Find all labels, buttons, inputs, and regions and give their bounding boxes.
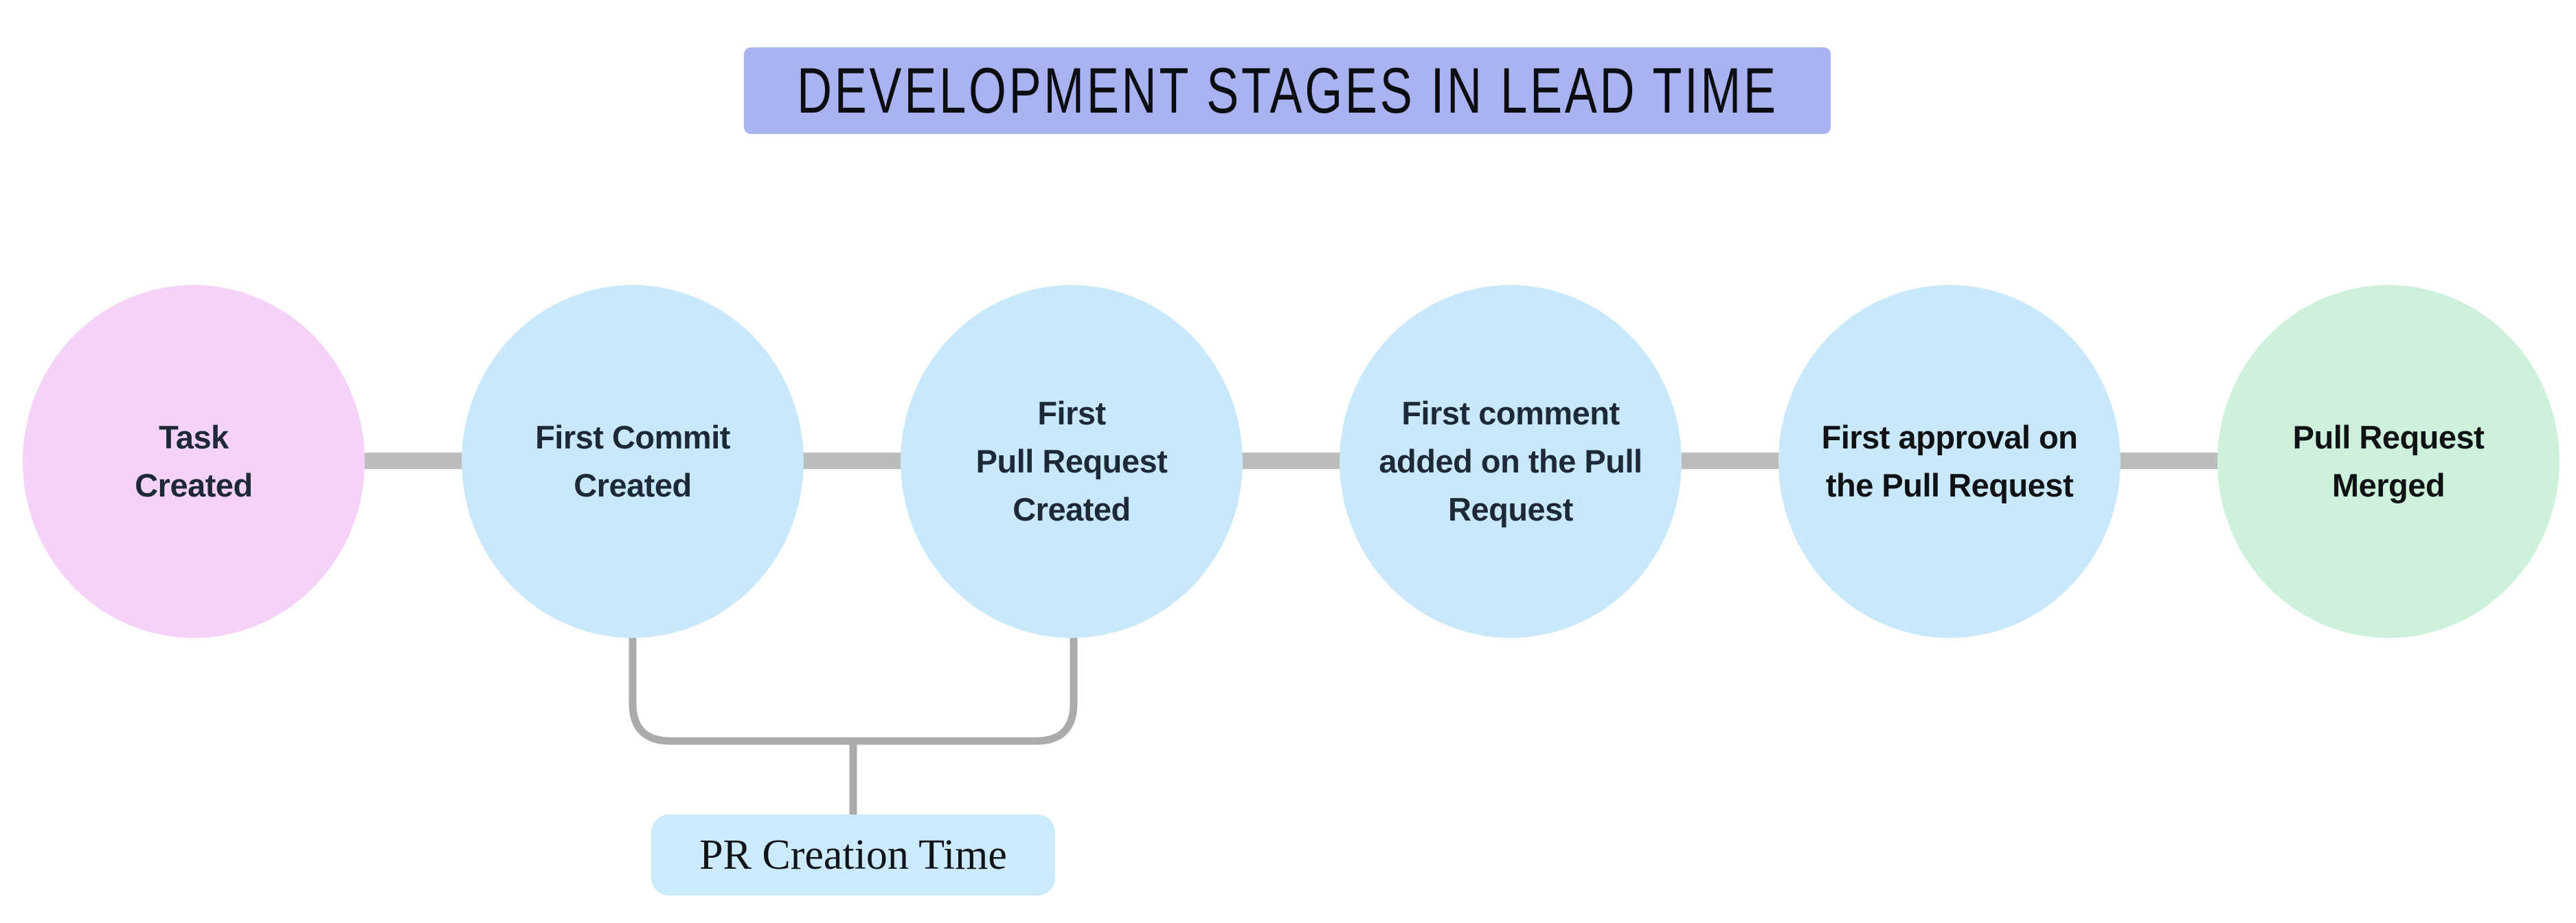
pr-creation-time-label: PR Creation Time <box>699 832 1007 878</box>
stage-circle-first-approval: First approval on the Pull Request <box>1778 285 2121 638</box>
stage-circle-task-created: Task Created <box>23 285 365 638</box>
stage-label: First comment added on the Pull Request <box>1379 395 1642 527</box>
diagram-title: DEVELOPMENT STAGES IN LEAD TIME <box>796 54 1778 126</box>
stage-circle-first-pull-request-created: First Pull Request Created <box>901 285 1243 638</box>
stage-circle-first-comment-added: First comment added on the Pull Request <box>1340 285 1682 638</box>
stage-circle-pull-request-merged: Pull Request Merged <box>2217 285 2560 638</box>
stage-circle-first-commit-created: First Commit Created <box>462 285 804 638</box>
stage-label: Pull Request Merged <box>2292 419 2485 503</box>
stage-label: First approval on the Pull Request <box>1821 419 2078 503</box>
pr-creation-time-box: PR Creation Time <box>651 814 1055 896</box>
stage-label: Task Created <box>135 419 253 503</box>
stage-label: First Pull Request Created <box>975 395 1168 527</box>
stage-label: First Commit Created <box>535 419 730 503</box>
title-box: DEVELOPMENT STAGES IN LEAD TIME <box>744 47 1831 134</box>
bracket-curve <box>629 622 1078 745</box>
